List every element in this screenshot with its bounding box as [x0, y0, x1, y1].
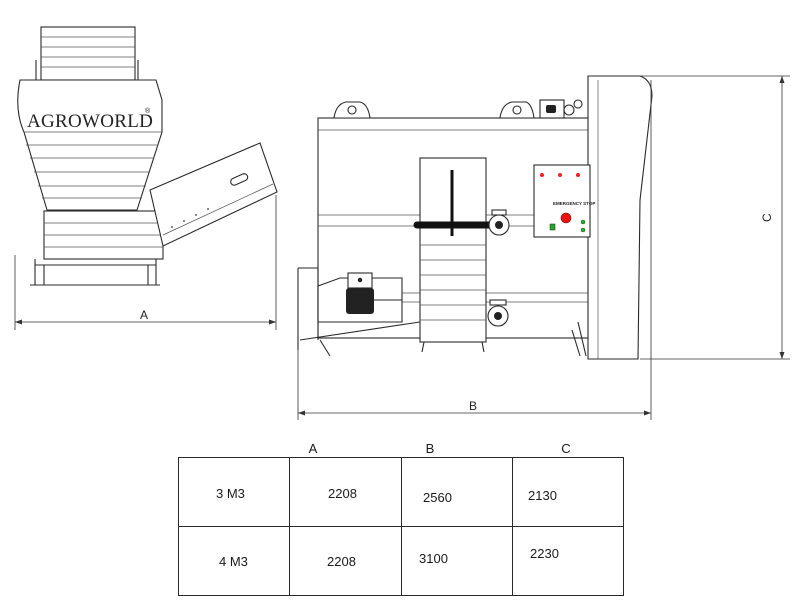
conveyor-slot — [230, 173, 249, 186]
dimensions-table: 3 M3 2208 2560 2130 4 M3 2208 3100 2230 — [178, 457, 624, 596]
dimension-a-label: A — [140, 308, 148, 322]
table-row: 4 M3 2208 3100 2230 — [178, 526, 624, 596]
indicator-light-1 — [540, 173, 544, 177]
motor — [346, 288, 374, 314]
indicator-light-3 — [576, 173, 580, 177]
table-header-c: C — [561, 441, 571, 456]
discharge-conveyor — [149, 142, 278, 247]
left-frame — [297, 267, 421, 357]
machine-technical-drawing: AGROWORLD ® A — [14, 26, 790, 420]
table-header-b: B — [425, 441, 435, 456]
table-cell-b: 3100 — [419, 550, 448, 566]
front-view: EMERGENCY STOP C — [297, 75, 790, 420]
table-cell-c: 2230 — [530, 545, 559, 561]
lifting-eye-left — [333, 101, 371, 119]
dimension-b-label: B — [469, 399, 477, 413]
panel-switch — [549, 223, 556, 231]
indicator-light-2 — [558, 173, 562, 177]
emergency-stop-button — [560, 212, 572, 224]
table-row: 3 M3 2208 2560 2130 — [178, 457, 624, 527]
table-cell-a: 2208 — [327, 553, 356, 569]
dimension-c-label: C — [760, 213, 774, 222]
table-cell-model: 4 M3 — [219, 553, 248, 569]
side-panel — [587, 75, 653, 360]
registered-mark: ® — [145, 107, 151, 115]
table-cell-model: 3 M3 — [216, 485, 245, 501]
lifting-eye-right — [499, 101, 535, 119]
table-header-a: A — [308, 441, 318, 456]
emergency-stop-label: EMERGENCY STOP — [553, 201, 595, 206]
table-cell-b: 2560 — [423, 489, 452, 505]
control-panel — [533, 164, 591, 238]
side-view: AGROWORLD ® A — [14, 26, 278, 330]
brand-logo: AGROWORLD — [27, 111, 153, 132]
hopper-top-grille — [40, 26, 136, 81]
side-frame — [34, 259, 157, 286]
table-cell-a: 2208 — [328, 485, 357, 501]
table-cell-c: 2130 — [528, 487, 557, 503]
